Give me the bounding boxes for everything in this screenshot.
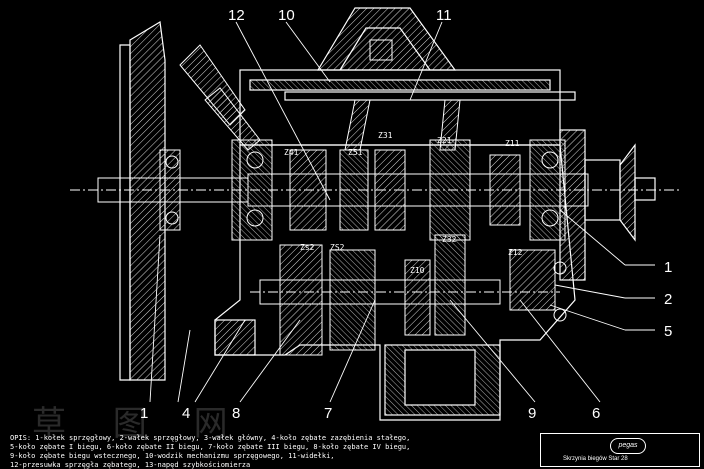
callout-number: 1 xyxy=(140,405,148,422)
callout-number: 12 xyxy=(228,7,245,24)
leader-lines xyxy=(149,21,655,403)
callout-number: 11 xyxy=(436,7,452,24)
shift-forks xyxy=(179,39,461,151)
gear-label: Z32 xyxy=(442,235,457,244)
callout-number: 8 xyxy=(232,405,240,422)
gear-label: Z21 xyxy=(437,136,452,145)
callout-number: 5 xyxy=(664,323,672,340)
gear-label: Z41 xyxy=(284,148,299,157)
gear-label: Zs2 xyxy=(300,243,315,252)
callout-number: 1 xyxy=(664,259,672,276)
callout-number: 6 xyxy=(592,405,600,422)
gear-label: Z11 xyxy=(505,139,520,148)
callout-number: 7 xyxy=(324,405,332,422)
callouts: 12 10 11 1 2 5 1 4 8 7 9 6 xyxy=(140,7,672,422)
callout-number: 10 xyxy=(278,7,295,24)
gear-label: Z10 xyxy=(410,266,425,275)
drawing-title: Skrzynia biegów Star 28 xyxy=(563,456,628,462)
watermark: 草 图 网 xyxy=(32,404,246,444)
gear-label: Z51 xyxy=(348,148,363,157)
gear-label: ZS2 xyxy=(330,243,345,252)
callout-number: 2 xyxy=(664,291,672,308)
parts-legend: OPIS: 1-kołek sprzęgłowy, 2-wałek sprzęg… xyxy=(10,434,411,469)
gear-label: Z31 xyxy=(378,131,393,140)
callout-number: 4 xyxy=(182,405,190,422)
gear-label: Z12 xyxy=(508,248,523,257)
callout-number: 9 xyxy=(528,405,536,422)
gear-labels: Z41 Z51 Z31 Z21 Z11 Zs2 ZS2 Z32 Z10 Z12 xyxy=(284,131,523,275)
gears xyxy=(159,139,567,356)
company-logo: pegas xyxy=(610,438,646,454)
title-block: pegas Skrzynia biegów Star 28 xyxy=(540,433,700,467)
